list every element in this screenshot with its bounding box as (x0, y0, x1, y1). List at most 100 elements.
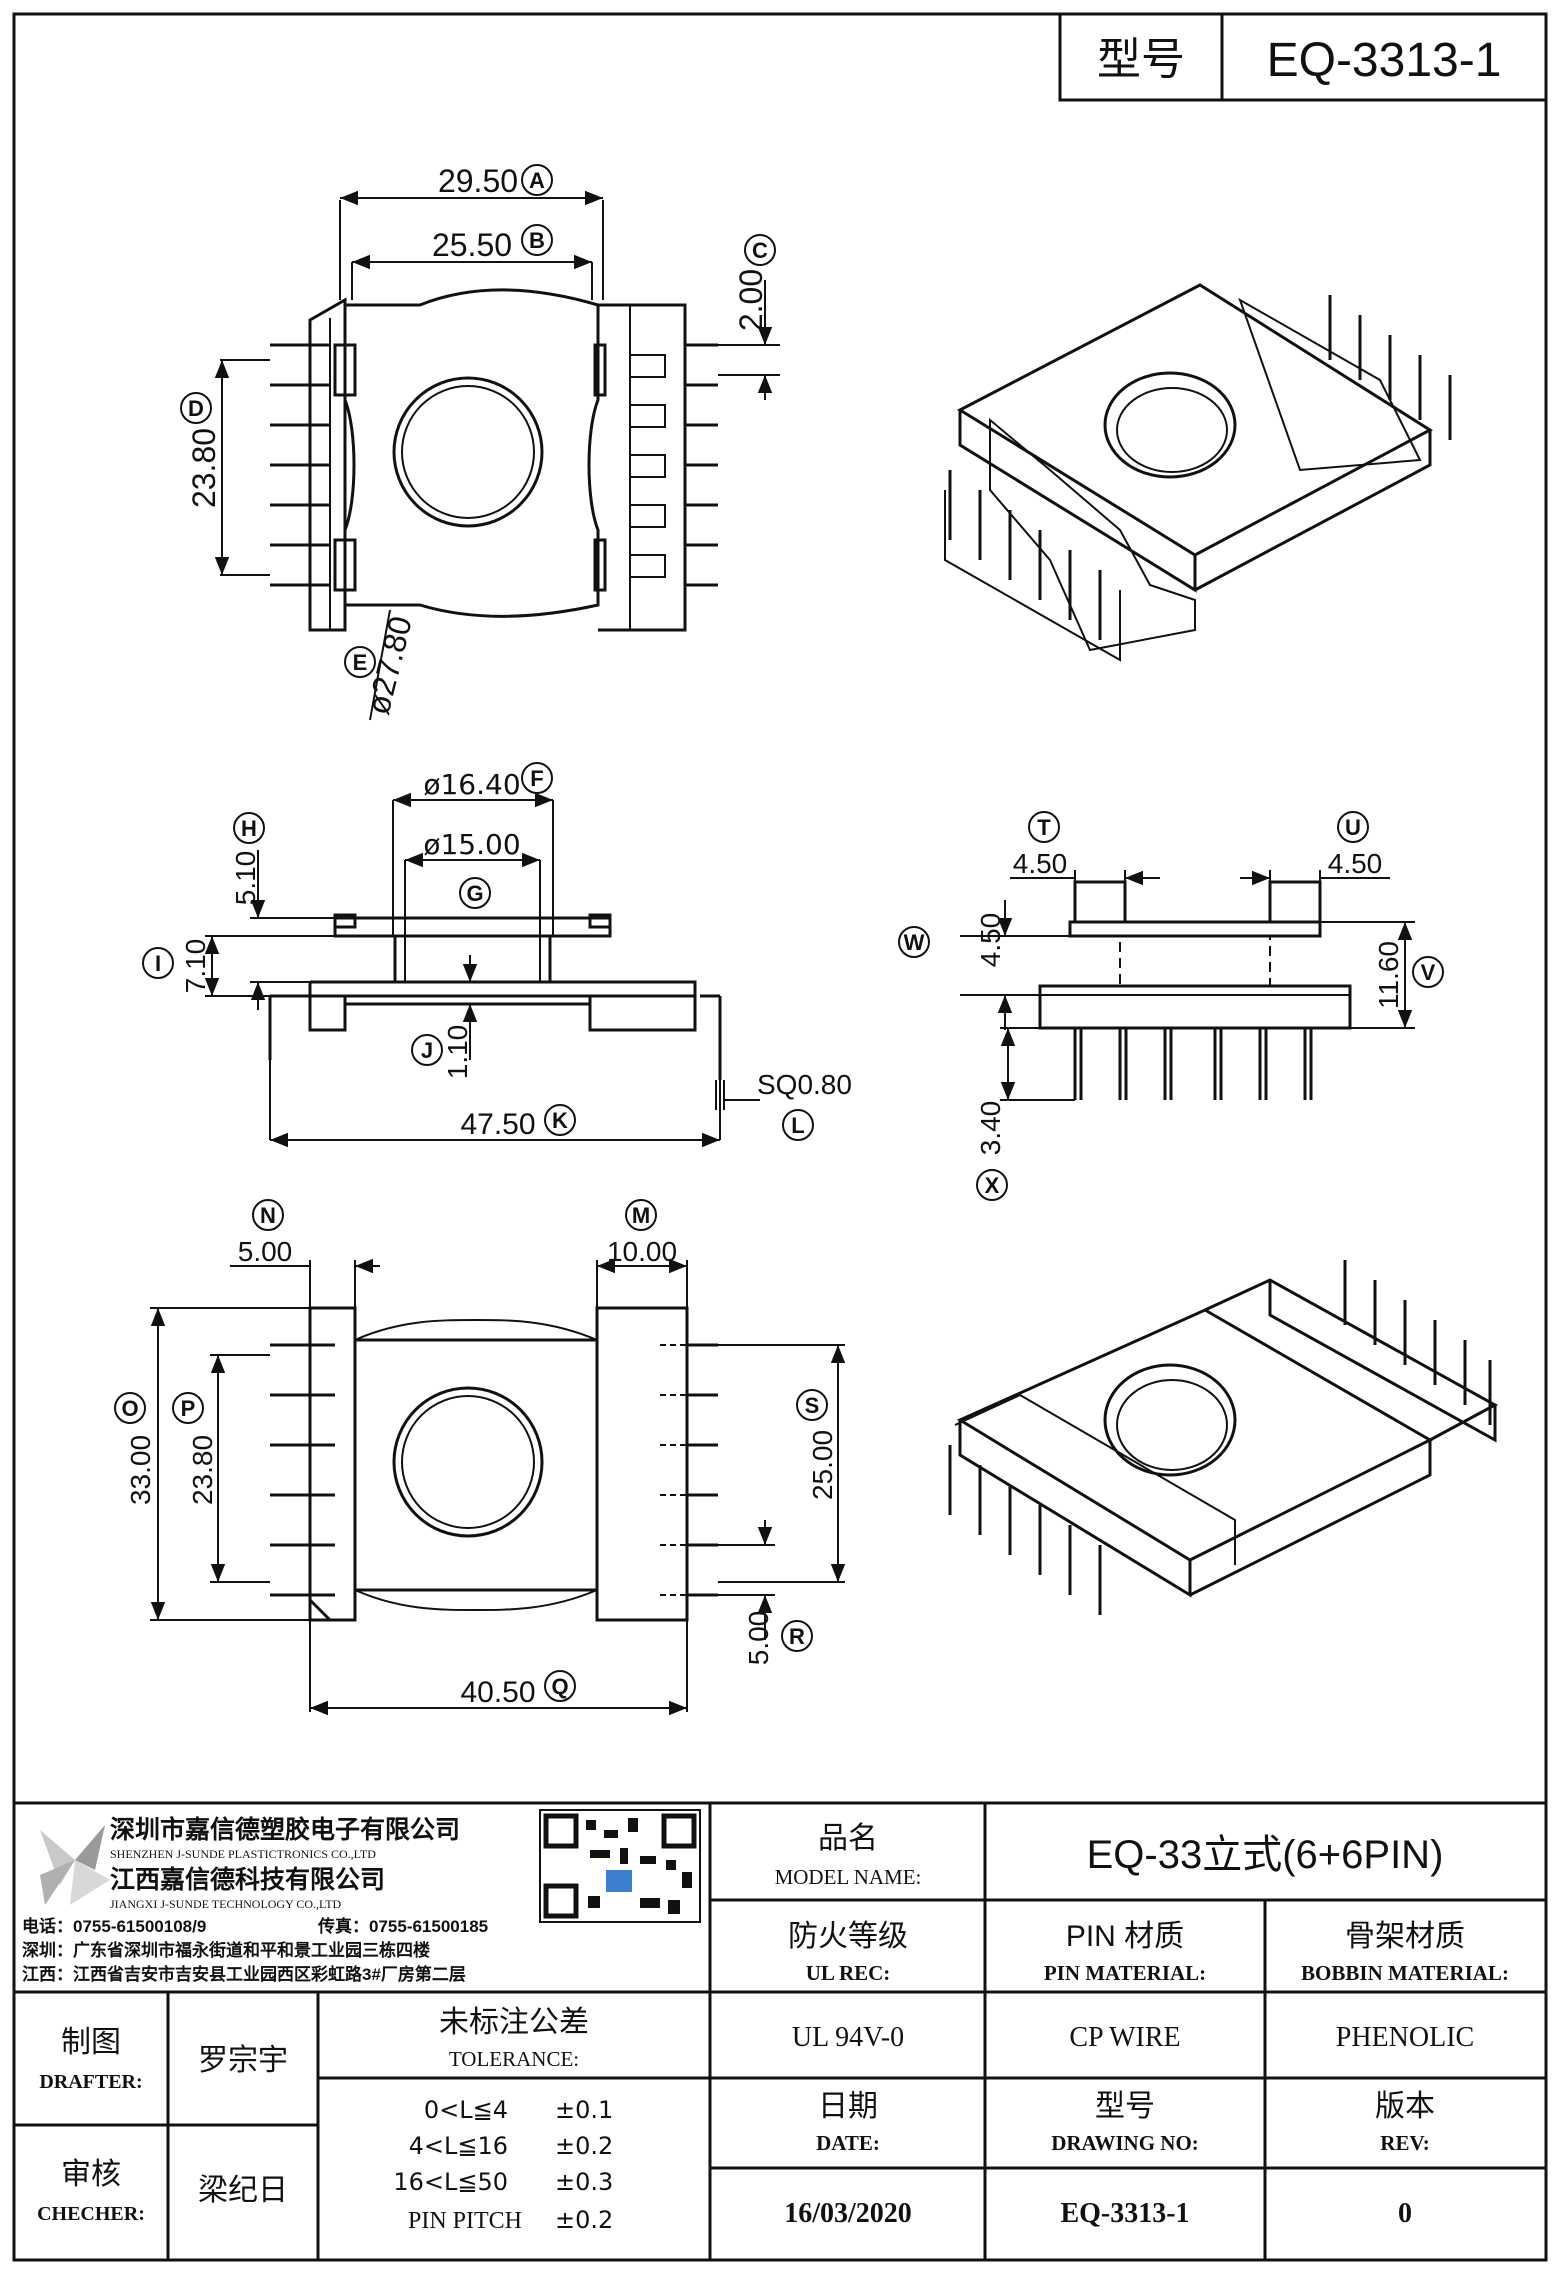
pin-material-label-en: PIN MATERIAL: (1044, 1961, 1206, 1985)
tolerance-cell: 未标注公差 TOLERANCE: 0<L≦4 ±0.1 4<L≦16 ±0.2 … (393, 2006, 613, 2234)
company-name-en: SHENZHEN J-SUNDE PLASTICTRONICS CO.,LTD (110, 1847, 376, 1861)
header-model-label: 型号 (1097, 35, 1185, 84)
callout-d: D (188, 396, 204, 421)
callout-s: S (805, 1393, 820, 1418)
tol-range-3: PIN PITCH (408, 2208, 522, 2234)
top-view-dimensions (214, 190, 780, 721)
dim-t: 4.50 (1013, 848, 1068, 879)
end-view-dim-text: 4.50 4.50 4.50 11.60 3.40 (975, 848, 1404, 1155)
rev-label-cn: 版本 (1375, 2090, 1435, 2123)
dim-l: SQ0.80 (757, 1069, 852, 1100)
callout-o: O (121, 1396, 138, 1421)
bottom-view-dimensions (150, 1258, 846, 1716)
ul-label-en: UL REC: (806, 1961, 891, 1985)
dim-h: 5.10 (230, 851, 261, 906)
dim-i: 7.10 (180, 939, 211, 994)
top-view (270, 288, 718, 632)
dim-q: 40.50 (460, 1676, 535, 1709)
drafter-label-en: DRAFTER: (39, 2071, 142, 2093)
callout-j: J (421, 1038, 433, 1063)
company-block: 深圳市嘉信德塑胶电子有限公司 SHENZHEN J-SUNDE PLASTICT… (12, 1801, 712, 1994)
dim-j: 1.10 (442, 1025, 473, 1080)
date-label-cn: 日期 (818, 2090, 878, 2123)
rev-label-en: REV: (1380, 2131, 1429, 2155)
model-name-row: 品名 MODEL NAME: EQ-33立式(6+6PIN) (775, 1822, 1444, 1889)
header-model-value: EQ-3313-1 (1267, 34, 1502, 87)
tol-range-1: 4<L≦16 (409, 2132, 508, 2160)
dim-r: 5.00 (743, 1611, 774, 1666)
callout-m: M (632, 1203, 650, 1228)
dim-v: 11.60 (1373, 941, 1404, 1009)
side-view-dim-text: ø16.40 ø15.00 5.10 7.10 1.10 47.50 SQ0.8… (180, 768, 852, 1141)
drafter-label-cn: 制图 (61, 2026, 121, 2059)
callout-g: G (466, 881, 483, 906)
checker-label-cn: 审核 (61, 2158, 121, 2191)
top-view-callouts: A B C D E (180, 164, 776, 678)
bobbin-material-label-en: BOBBIN MATERIAL: (1301, 1961, 1509, 1985)
tol-value-1: ±0.2 (555, 2132, 613, 2160)
model-name-label-cn: 品名 (818, 1822, 878, 1855)
date-label-en: DATE: (816, 2131, 880, 2155)
callout-a: A (529, 168, 545, 193)
callout-k: K (552, 1108, 568, 1133)
bobbin-material-label-cn: 骨架材质 (1345, 1920, 1465, 1953)
date-drawing-values-row: 16/03/2020 EQ-3313-1 0 (784, 2198, 1412, 2229)
dim-b: 25.50 (432, 227, 512, 263)
callout-n: N (260, 1203, 276, 1228)
callout-e: E (353, 650, 368, 675)
bottom-view-dim-text: 5.00 10.00 33.00 23.80 25.00 5.00 40.50 (125, 1236, 838, 1709)
company-fax: 传真：0755-61500185 (317, 1916, 488, 1936)
callout-r: R (789, 1624, 805, 1649)
dim-m: 10.00 (607, 1236, 677, 1267)
drafter-value: 罗宗宇 (198, 2044, 288, 2077)
material-values-row: UL 94V-0 CP WIRE PHENOLIC (792, 2022, 1474, 2053)
date-value: 16/03/2020 (784, 2198, 912, 2229)
tol-value-2: ±0.3 (555, 2168, 613, 2196)
dim-g: ø15.00 (423, 828, 520, 861)
dim-u: 4.50 (1328, 848, 1383, 879)
dim-w: 4.50 (975, 913, 1006, 968)
checker-cell: 审核 CHECHER: 梁纪日 (37, 2158, 288, 2225)
ul-label-cn: 防火等级 (788, 1920, 908, 1953)
end-view (1038, 880, 1352, 1100)
callout-t: T (1037, 815, 1051, 840)
callout-l: L (791, 1113, 804, 1138)
top-view-dim-text: 29.50 25.50 2.00 23.80 ø27.80 (186, 163, 769, 718)
dim-o: 33.00 (125, 1435, 156, 1505)
dim-e: ø27.80 (360, 613, 419, 718)
rev-value: 0 (1398, 2198, 1412, 2229)
pin-material-label-cn: PIN 材质 (1066, 1920, 1184, 1953)
callout-x: X (985, 1173, 1000, 1198)
callout-p: P (181, 1396, 196, 1421)
side-view-dimensions (204, 792, 760, 1148)
model-name-label-en: MODEL NAME: (775, 1865, 922, 1889)
dim-s: 25.00 (807, 1430, 838, 1500)
header-model-box: 型号 EQ-3313-1 (1058, 12, 1548, 102)
company-addr-sz: 深圳：广东省深圳市福永街道和平和景工业园三栋四楼 (22, 1940, 430, 1960)
tol-range-2: 16<L≦50 (393, 2168, 508, 2196)
company2-name-cn: 江西嘉信德科技有限公司 (110, 1865, 385, 1894)
checker-label-en: CHECHER: (37, 2203, 145, 2225)
dim-x: 3.40 (975, 1101, 1006, 1156)
drawing-no-label-en: DRAWING NO: (1051, 2131, 1199, 2155)
company-tel: 电话：0755-61500108/9 (22, 1916, 206, 1936)
ul-value: UL 94V-0 (792, 2022, 904, 2053)
callout-c: C (752, 238, 768, 263)
material-labels-row: 防火等级 UL REC: PIN 材质 PIN MATERIAL: 骨架材质 B… (788, 1920, 1509, 1985)
callout-u: U (1345, 815, 1361, 840)
date-drawing-labels-row: 日期 DATE: 型号 DRAWING NO: 版本 REV: (816, 2090, 1435, 2155)
dim-f: ø16.40 (423, 768, 520, 801)
dim-d: 23.80 (186, 428, 222, 508)
callout-b: B (529, 228, 545, 253)
callout-h: H (241, 816, 257, 841)
end-view-dimensions (960, 870, 1415, 1101)
side-view-callouts: F G H I J K L (142, 762, 814, 1141)
model-name-value: EQ-33立式(6+6PIN) (1087, 1833, 1444, 1877)
bobbin-material-value: PHENOLIC (1336, 2022, 1474, 2053)
dim-c: 2.00 (733, 269, 769, 331)
company-name-cn: 深圳市嘉信德塑胶电子有限公司 (110, 1815, 460, 1844)
checker-value: 梁纪日 (198, 2174, 288, 2207)
callout-f: F (530, 766, 543, 791)
pin-material-value: CP WIRE (1069, 2022, 1180, 2053)
dim-p: 23.80 (187, 1435, 218, 1505)
